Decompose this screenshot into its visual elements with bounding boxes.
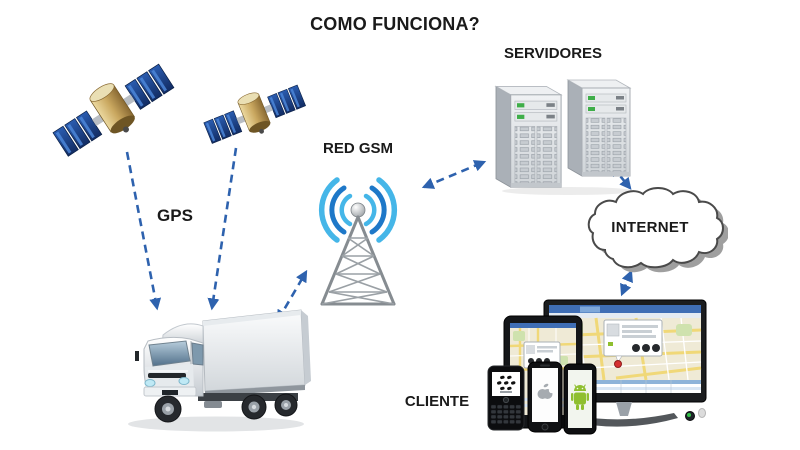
arrow-internet-client <box>620 269 633 297</box>
signal-waves <box>318 177 398 243</box>
mouse-icon <box>698 408 706 418</box>
server-back <box>567 79 631 177</box>
truck-icon <box>128 309 311 432</box>
blackberry-keyboard <box>490 404 521 424</box>
satellite-right-icon <box>200 75 310 153</box>
gps-label: GPS <box>157 206 193 225</box>
arrow-satellite-left-to-truck <box>125 151 162 311</box>
server-front <box>495 85 562 188</box>
arrow-satellite-right-to-truck <box>207 147 238 311</box>
arrow-truck-tower <box>276 269 308 323</box>
monitor-base <box>574 413 678 427</box>
blackberry-logo <box>497 375 516 391</box>
map-pin <box>614 360 622 368</box>
arrow-tower-servers <box>421 160 487 189</box>
tower-braces <box>321 237 395 305</box>
apple-logo <box>537 383 555 399</box>
monitor-neck <box>616 402 632 416</box>
internet-cloud-icon <box>587 187 728 273</box>
android-phone <box>563 363 597 435</box>
blackberry-phone <box>487 365 525 431</box>
tower-mast <box>320 215 396 306</box>
server-rack-icon <box>495 79 634 195</box>
windshield <box>148 340 191 367</box>
internet-label: INTERNET <box>611 219 689 236</box>
red-gsm-label: RED GSM <box>322 140 393 157</box>
gsm-tower-icon <box>318 177 398 306</box>
android-robot <box>571 384 589 410</box>
cliente-label: CLIENTE <box>404 393 470 410</box>
iphone <box>527 361 563 433</box>
page-title: COMO FUNCIONA? <box>310 14 480 34</box>
servidores-label: SERVIDORES <box>503 45 603 62</box>
satellite-left-icon <box>45 62 177 162</box>
client-devices-icon <box>487 299 707 435</box>
map-popup <box>603 319 663 363</box>
